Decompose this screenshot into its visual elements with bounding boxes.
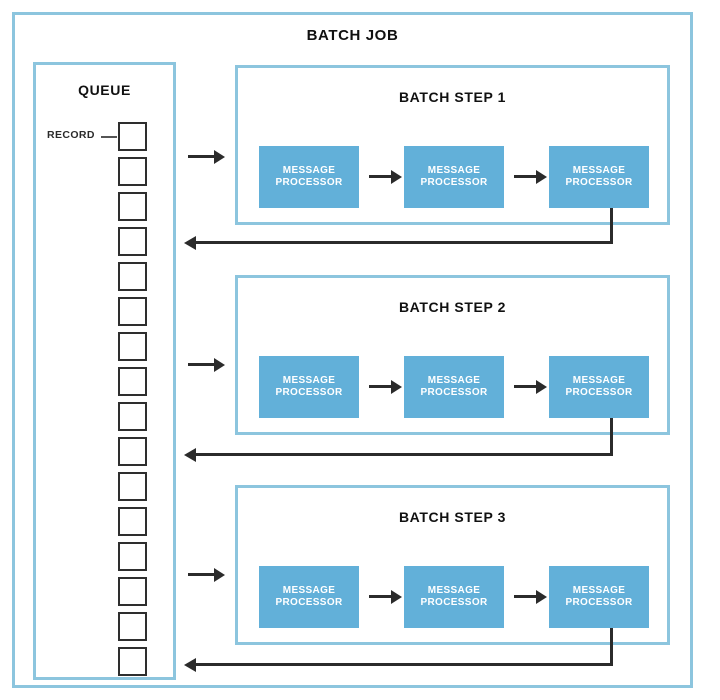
queue-to-step-1-arrow (188, 155, 214, 158)
message-processor-line-1: MESSAGE (572, 584, 626, 596)
message-processor-line-1: MESSAGE (427, 584, 481, 596)
step-1-to-queue-arrow-head (184, 235, 196, 250)
queue-record (118, 437, 147, 466)
queue-to-step-2-arrow (188, 363, 214, 366)
queue-record (118, 367, 147, 396)
queue-record (118, 472, 147, 501)
queue-record (118, 402, 147, 431)
step-3-return-riser (610, 628, 613, 666)
step-2-to-queue-arrow (196, 453, 613, 456)
processor-connector-arrow-head-2-2 (536, 379, 547, 394)
message-processor-line-2: PROCESSOR (420, 387, 488, 398)
batch-step-2-title: BATCH STEP 2 (398, 299, 507, 315)
message-processor-line-1: MESSAGE (282, 164, 336, 176)
message-processor-line-1: MESSAGE (572, 164, 626, 176)
record-leader-line (101, 136, 117, 138)
processor-connector-arrow-head-1-2 (536, 169, 547, 184)
queue-record (118, 612, 147, 641)
queue-record (118, 192, 147, 221)
queue-to-step-2-arrow-head (214, 357, 225, 372)
queue-record (118, 122, 147, 151)
queue-record (118, 542, 147, 571)
processor-connector-arrow-head-3-2 (536, 589, 547, 604)
message-processor-line-2: PROCESSOR (565, 597, 633, 608)
message-processor-line-2: PROCESSOR (565, 177, 633, 188)
queue-record (118, 227, 147, 256)
queue-to-step-1-arrow-head (214, 149, 225, 164)
message-processor-line-2: PROCESSOR (275, 177, 343, 188)
processor-connector-arrow-1-2 (514, 175, 536, 178)
queue-to-step-3-arrow (188, 573, 214, 576)
message-processor-line-1: MESSAGE (572, 374, 626, 386)
processor-connector-arrow-3-1 (369, 595, 391, 598)
step-2-to-queue-arrow-head (184, 447, 196, 462)
batch-step-3-title: BATCH STEP 3 (398, 509, 507, 525)
processor-connector-arrow-head-2-1 (391, 379, 402, 394)
message-processor-line-2: PROCESSOR (420, 597, 488, 608)
record-stack (118, 122, 151, 676)
queue-record (118, 507, 147, 536)
processor-connector-arrow-2-1 (369, 385, 391, 388)
queue-record (118, 157, 147, 186)
processor-connector-arrow-3-2 (514, 595, 536, 598)
message-processor-line-2: PROCESSOR (275, 387, 343, 398)
queue-frame (33, 62, 176, 680)
message-processor-line-1: MESSAGE (282, 374, 336, 386)
queue-record (118, 297, 147, 326)
step-3-to-queue-arrow-head (184, 657, 196, 672)
step-3-to-queue-arrow (196, 663, 613, 666)
batch-step-1-title: BATCH STEP 1 (398, 89, 507, 105)
message-processor-line-1: MESSAGE (427, 164, 481, 176)
queue-to-step-3-arrow-head (214, 567, 225, 582)
step-2-return-riser (610, 418, 613, 456)
queue-record (118, 332, 147, 361)
message-processor-line-2: PROCESSOR (275, 597, 343, 608)
queue-record (118, 647, 147, 676)
message-processor-line-2: PROCESSOR (420, 177, 488, 188)
queue-title: QUEUE (78, 82, 131, 98)
step-1-to-queue-arrow (196, 241, 613, 244)
message-processor-line-1: MESSAGE (282, 584, 336, 596)
message-processor-line-1: MESSAGE (427, 374, 481, 386)
processor-connector-arrow-head-1-1 (391, 169, 402, 184)
queue-record (118, 262, 147, 291)
batch-job-title: BATCH JOB (306, 27, 399, 44)
processor-connector-arrow-1-1 (369, 175, 391, 178)
processor-connector-arrow-2-2 (514, 385, 536, 388)
message-processor-line-2: PROCESSOR (565, 387, 633, 398)
processor-connector-arrow-head-3-1 (391, 589, 402, 604)
record-label: RECORD (47, 129, 95, 141)
queue-record (118, 577, 147, 606)
step-1-return-riser (610, 208, 613, 244)
